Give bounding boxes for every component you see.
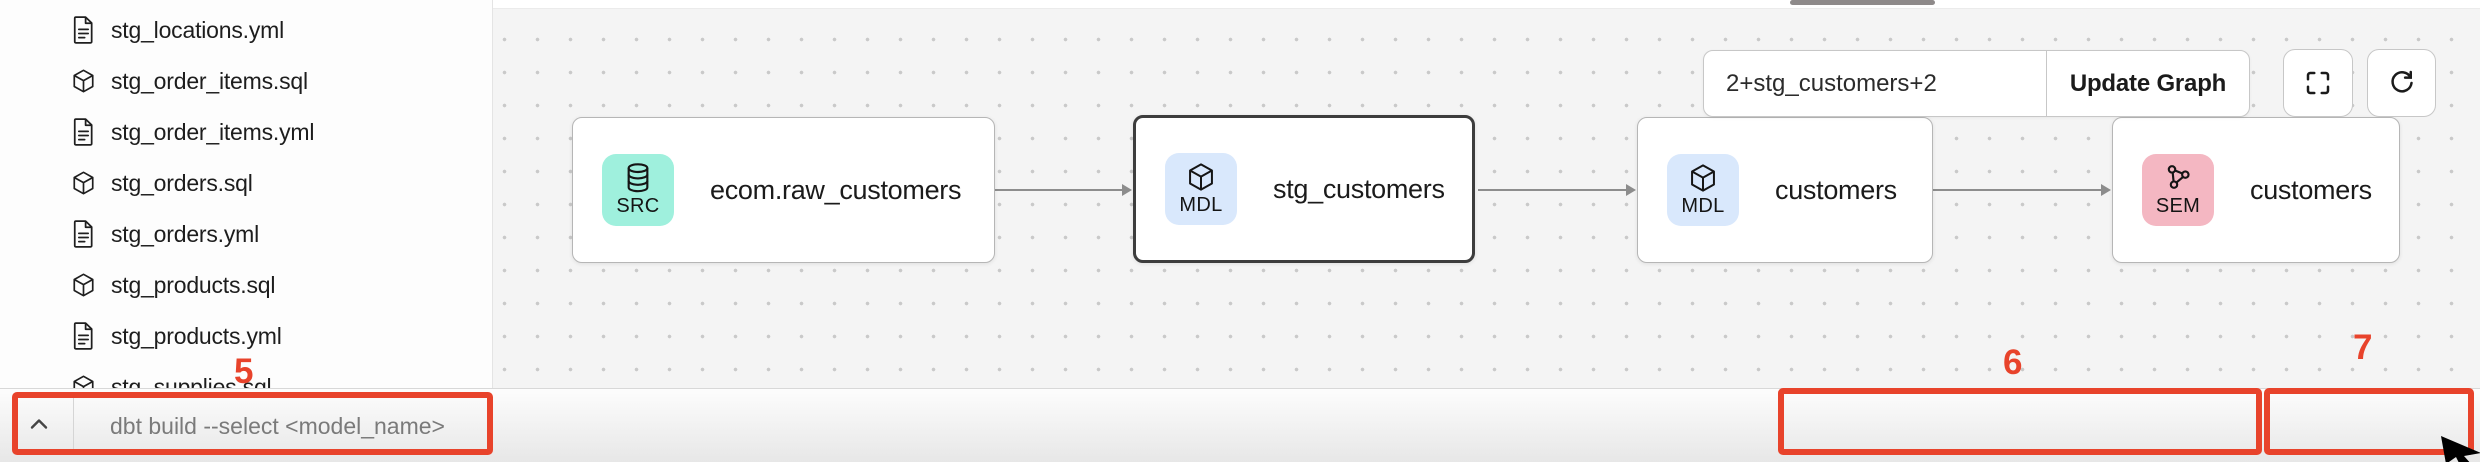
edge-stg-customers-to-customers <box>1478 184 1636 196</box>
file-item-stg-products-sql[interactable]: stg_products.sql <box>0 260 493 310</box>
node-title: stg_customers <box>1273 173 1445 204</box>
badge-label: SEM <box>2155 195 2201 217</box>
selector-input[interactable] <box>1704 51 2047 116</box>
yml-file-icon <box>73 16 93 44</box>
graph-node-stg-customers[interactable]: MDL stg_customers <box>1133 115 1475 263</box>
yml-file-icon <box>73 322 93 350</box>
sql-model-icon <box>73 69 94 93</box>
model-badge: MDL <box>1165 153 1237 225</box>
node-title: customers <box>2250 174 2372 205</box>
edge-customers-to-customers-sem <box>1933 184 2111 196</box>
file-item-stg-locations-yml[interactable]: stg_locations.yml <box>0 5 493 55</box>
sql-model-icon <box>73 171 94 195</box>
graph-node-ecom-raw-customers[interactable]: SRC ecom.raw_customers <box>572 117 995 263</box>
cube-icon <box>1691 164 1715 192</box>
file-item-stg-order-items-sql[interactable]: stg_order_items.sql <box>0 56 493 106</box>
file-name: stg_order_items.sql <box>111 67 308 94</box>
bar-divider <box>73 395 74 455</box>
file-item-stg-order-items-yml[interactable]: stg_order_items.yml <box>0 107 493 157</box>
model-badge: MDL <box>1667 154 1739 226</box>
fullscreen-button[interactable] <box>2283 49 2353 117</box>
file-name: stg_products.yml <box>111 322 282 349</box>
edge-src-to-stg-customers <box>995 184 1132 196</box>
graph-selector-group: Update Graph <box>1703 50 2250 117</box>
update-graph-button[interactable]: Update Graph <box>2047 51 2249 116</box>
yml-file-icon <box>73 118 93 146</box>
fullscreen-icon <box>2306 71 2330 95</box>
file-name: stg_orders.sql <box>111 169 253 196</box>
database-icon <box>627 163 649 193</box>
file-item-stg-orders-yml[interactable]: stg_orders.yml <box>0 209 493 259</box>
source-badge: SRC <box>602 154 674 226</box>
node-title: customers <box>1775 174 1897 205</box>
graph-node-customers-model[interactable]: MDL customers <box>1637 117 1933 263</box>
file-name: stg_products.sql <box>111 271 276 298</box>
cube-icon <box>1189 163 1213 191</box>
badge-label: MDL <box>1681 195 1725 217</box>
semantic-badge: SEM <box>2142 154 2214 226</box>
yml-file-icon <box>73 220 93 248</box>
horizontal-scrollbar[interactable] <box>1790 0 1935 5</box>
file-explorer-sidebar: stg_locations.yml stg_order_items.sql st… <box>0 0 493 400</box>
dbt-command-input[interactable] <box>110 389 630 462</box>
semantic-graph-icon <box>2167 165 2190 189</box>
file-item-stg-orders-sql[interactable]: stg_orders.sql <box>0 158 493 208</box>
chevron-up-icon <box>30 419 48 429</box>
sql-model-icon <box>73 273 94 297</box>
badge-label: SRC <box>616 195 660 217</box>
command-bar: Defer to staging/production ? Ready <box>0 388 2480 462</box>
file-name: stg_order_items.yml <box>111 118 315 145</box>
file-name: stg_locations.yml <box>111 16 285 43</box>
refresh-icon <box>2390 70 2413 93</box>
node-title: ecom.raw_customers <box>710 174 962 205</box>
badge-label: MDL <box>1179 194 1223 216</box>
graph-node-customers-semantic[interactable]: SEM customers <box>2112 117 2400 263</box>
refresh-button[interactable] <box>2367 49 2436 117</box>
mouse-cursor <box>2441 436 2480 462</box>
file-item-stg-products-yml[interactable]: stg_products.yml <box>0 311 493 361</box>
file-name: stg_orders.yml <box>111 220 260 247</box>
collapse-panel-button[interactable] <box>18 401 60 449</box>
